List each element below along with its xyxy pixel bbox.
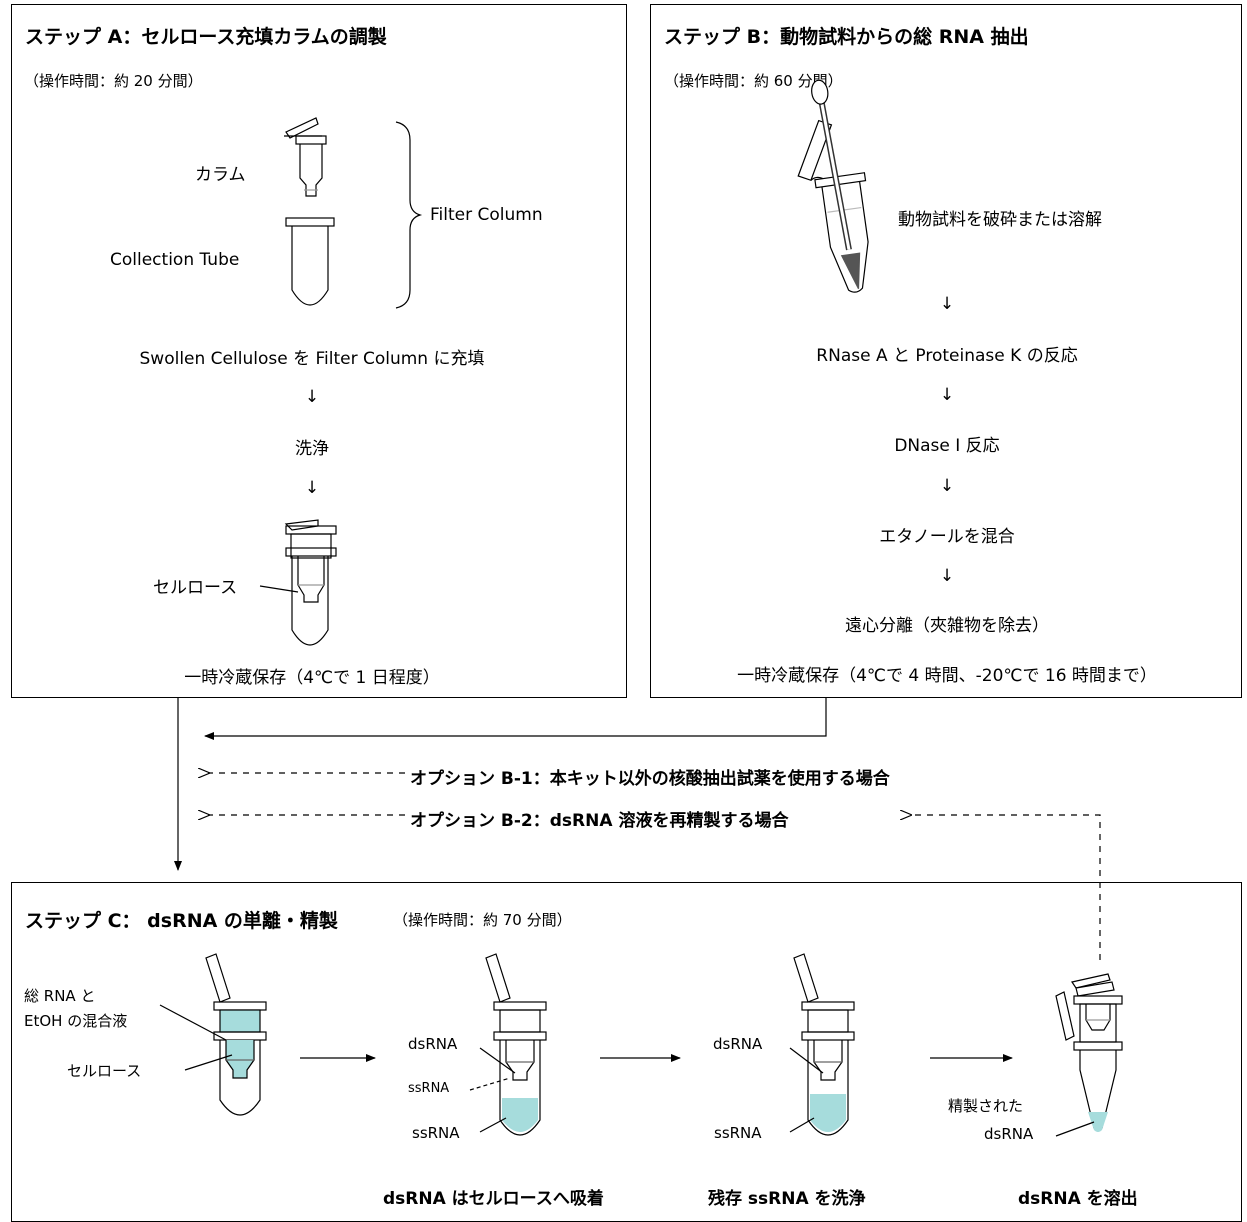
option-b2-label: オプション B-2：dsRNA 溶液を再精製する場合 [410, 811, 789, 831]
assembled-column-icon-a [259, 519, 337, 646]
step-c-title: ステップ C： dsRNA の単離・精製 [25, 910, 338, 932]
step-a-wash: 洗浄 [295, 439, 329, 459]
dsrna-label-2: dsRNA [713, 1035, 763, 1053]
filter-column-bracket [395, 121, 423, 309]
filter-column-icon [284, 117, 327, 197]
step-b-ethanol: エタノールを混合 [879, 527, 1015, 547]
caption-adsorb: dsRNA はセルロースへ吸着 [383, 1189, 604, 1209]
collection-tube-label: Collection Tube [110, 250, 240, 270]
cellulose-label-a: セルロース [153, 578, 238, 598]
step-b-centrifuge: 遠心分離（夾雑物を除去） [845, 616, 1049, 636]
tube-mix-icon [159, 953, 267, 1116]
step-b-rnase: RNase A と Proteinase K の反応 [816, 346, 1078, 366]
step-b-arrow-3: ↓ [939, 476, 955, 496]
option-b2-return [910, 815, 1101, 960]
caption-elute: dsRNA を溶出 [1018, 1189, 1138, 1209]
collection-tube-icon [285, 217, 335, 306]
step-a-fill: Swollen Cellulose を Filter Column に充填 [139, 349, 485, 369]
pestle-tube-icon [797, 79, 869, 293]
etoh-mix-label: EtOH の混合液 [24, 1012, 128, 1030]
ssrna-label-1: ssRNA [412, 1124, 460, 1142]
filter-column-label: Filter Column [430, 205, 543, 225]
dsrna-label-3: dsRNA [984, 1125, 1034, 1143]
step-b-dnase: DNase I 反応 [894, 436, 1000, 456]
step-b-title: ステップ B：動物試料からの総 RNA 抽出 [664, 26, 1029, 48]
column-label: カラム [195, 165, 246, 185]
ssrna-label-2: ssRNA [714, 1124, 762, 1142]
tube-wash-icon [789, 953, 855, 1136]
step-b-arrow-2: ↓ [939, 385, 955, 405]
option-b1-label: オプション B-1：本キット以外の核酸抽出試薬を使用する場合 [410, 769, 890, 789]
caption-wash: 残存 ssRNA を洗浄 [708, 1189, 866, 1209]
step-a-title: ステップ A：セルロース充填カラムの調製 [25, 26, 387, 48]
tube-adsorb-icon [469, 953, 547, 1136]
ssrna-small-label: ssRNA [408, 1081, 450, 1096]
step-b-disrupt: 動物試料を破砕または溶解 [898, 210, 1102, 230]
step-a-time: （操作時間：約 20 分間） [24, 72, 203, 90]
tube-elute-icon [1055, 973, 1123, 1137]
step-a-arrow-2: ↓ [304, 478, 320, 498]
step-c-time: （操作時間：約 70 分間） [393, 911, 572, 929]
step-b-storage: 一時冷蔵保存（4℃で 4 時間、-20℃で 16 時間まで） [737, 666, 1157, 686]
step-b-panel [650, 4, 1242, 698]
step-b-arrow-4: ↓ [939, 566, 955, 586]
step-b-time: （操作時間：約 60 分間） [664, 72, 843, 90]
cellulose-label-c: セルロース [67, 1062, 142, 1080]
purified-label: 精製された [948, 1097, 1024, 1115]
step-a-arrow-1: ↓ [304, 387, 320, 407]
flow-line-b-to-c [204, 698, 827, 740]
dsrna-label-1: dsRNA [408, 1035, 458, 1053]
total-rna-label: 総 RNA と [24, 987, 96, 1005]
step-b-arrow-1: ↓ [939, 294, 955, 314]
step-a-panel [11, 4, 627, 698]
step-a-storage: 一時冷蔵保存（4℃で 1 日程度） [184, 668, 440, 688]
